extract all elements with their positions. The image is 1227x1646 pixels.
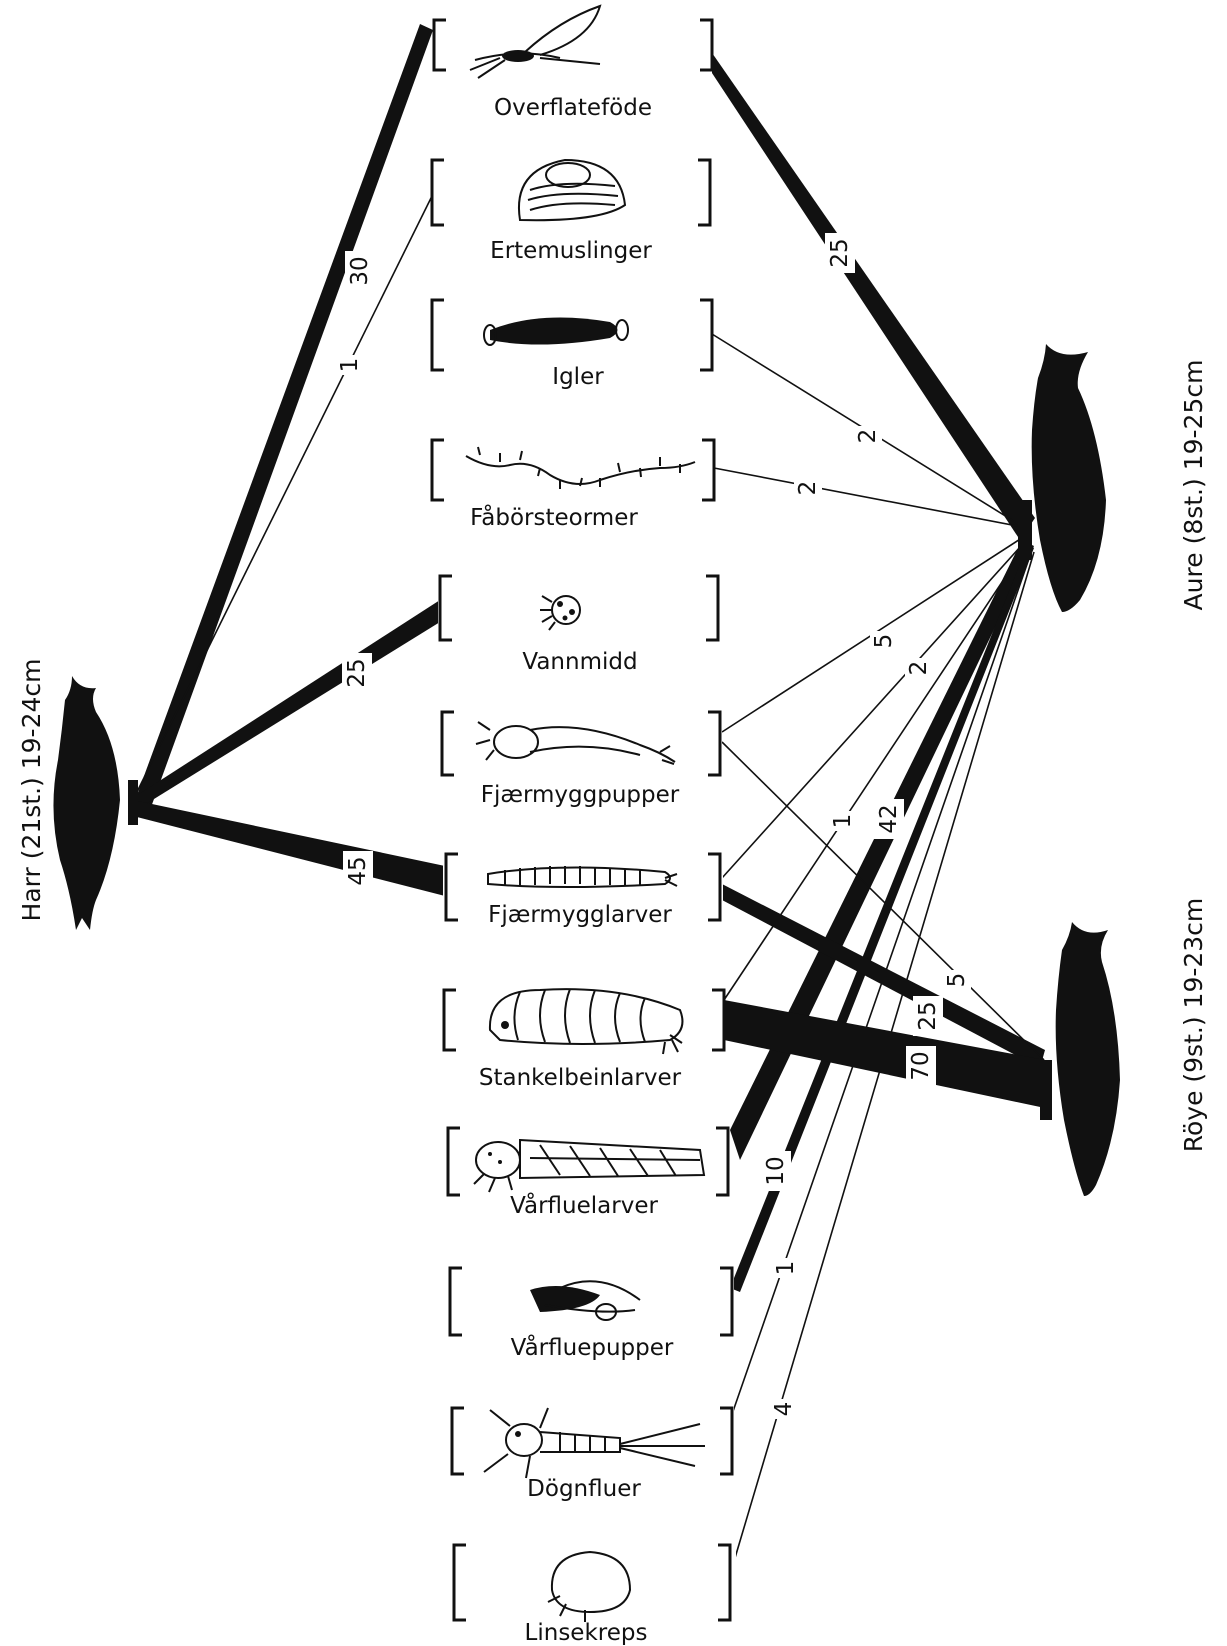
- harr-fish-icon: [53, 676, 138, 930]
- value-aure-varfluepupper: 10: [763, 1156, 789, 1185]
- prey-box-igler: Igler: [430, 290, 714, 400]
- prey-label-igler: Igler: [552, 364, 604, 390]
- prey-label-faborsteormer: Fåbörsteormer: [470, 503, 638, 531]
- value-labels: 30 1 25 45 25 2 2 5: [336, 233, 971, 1419]
- prey-label-fjaermyggpupper: Fjærmyggpupper: [481, 782, 680, 808]
- link-roye-stankelbeinlarver: [724, 1000, 1045, 1108]
- value-harr-vannmidd: 25: [344, 658, 370, 687]
- leech-icon: [483, 317, 629, 346]
- prey-box-faborsteormer: Fåbörsteormer: [430, 430, 716, 540]
- link-aure-dognfluer: [729, 549, 1033, 1421]
- prey-box-stankelbeinlarver: Stankelbeinlarver: [440, 985, 726, 1105]
- link-harr-fjaermygglarver: [133, 800, 445, 896]
- fish-label-aure: Aure (8st.) 19-25cm: [1179, 360, 1208, 611]
- cranefly-larva-icon: [488, 988, 684, 1055]
- prey-box-overflatefode: Overflateföde: [432, 4, 714, 134]
- value-aure-overflatefode: 25: [827, 238, 853, 267]
- value-aure-fjaermygglarver: 2: [906, 661, 932, 676]
- value-aure-linsekreps: 4: [771, 1402, 797, 1417]
- value-roye-stankelbeinlarver: 70: [908, 1051, 934, 1080]
- value-roye-fjaermygglarver: 25: [915, 1001, 941, 1030]
- value-harr-overflatefode: 30: [347, 256, 373, 285]
- caddis-pupa-icon: [530, 1280, 641, 1321]
- prey-label-vannmidd: Vannmidd: [522, 649, 637, 675]
- prey-label-overflatefode: Overflateföde: [494, 95, 652, 121]
- clam-icon: [518, 158, 627, 222]
- worm-icon: [465, 446, 696, 489]
- link-roye-fjaermygglarver: [722, 884, 1045, 1068]
- value-aure-fjaermyggpupper: 5: [871, 634, 897, 649]
- value-aure-dognfluer: 1: [773, 1261, 799, 1276]
- prey-box-fjaermygglarver: Fjærmygglarver: [443, 850, 723, 960]
- fish-label-harr: Harr (21st.) 19-24cm: [17, 659, 46, 922]
- value-roye-fjaermyggpupper: 5: [944, 973, 970, 988]
- prey-label-fjaermygglarver: Fjærmygglarver: [488, 902, 672, 928]
- aure-fish-icon: [1018, 344, 1106, 612]
- prey-label-varfluelarver: Vårfluelarver: [510, 1191, 658, 1219]
- value-aure-faborsteormer: 2: [795, 481, 821, 496]
- prey-box-dognfluer: Dögnfluer: [448, 1400, 734, 1510]
- fish-label-roye: Röye (9st.) 19-23cm: [1179, 898, 1208, 1153]
- link-aure-overflatefode: [710, 50, 1035, 540]
- prey-label-ertemuslinger: Ertemuslinger: [490, 238, 652, 264]
- ostracod-icon: [547, 1550, 632, 1622]
- prey-label-dognfluer: Dögnfluer: [527, 1476, 641, 1502]
- prey-box-ertemuslinger: Ertemuslinger: [430, 150, 712, 270]
- mayfly-icon: [469, 4, 602, 79]
- mite-icon: [540, 595, 581, 631]
- link-aure-fjaermygglarver: [721, 535, 1031, 879]
- value-harr-ertemuslinger: 1: [337, 358, 363, 373]
- midge-pupa-icon: [475, 721, 676, 765]
- value-harr-fjaermygglarver: 45: [345, 856, 371, 885]
- value-aure-varfluelarver: 42: [876, 804, 902, 833]
- prey-box-varfluelarver: Vårfluelarver: [444, 1120, 730, 1230]
- mayfly-nymph-icon: [483, 1407, 705, 1479]
- value-aure-stankelbeinlarver: 1: [830, 814, 856, 829]
- prey-label-linsekreps: Linsekreps: [525, 1620, 648, 1646]
- midge-larva-icon: [487, 866, 678, 888]
- prey-label-varfluepupper: Vårfluepupper: [511, 1333, 674, 1361]
- prey-box-linsekreps: Linsekreps: [450, 1535, 736, 1646]
- prey-box-varfluepupper: Vårfluepupper: [444, 1260, 734, 1370]
- link-roye-fjaermyggpupper: [721, 741, 1045, 1061]
- link-aure-varfluelarver: [730, 540, 1034, 1160]
- prey-box-vannmidd: Vannmidd: [438, 572, 720, 682]
- prey-box-fjaermyggpupper: Fjærmyggpupper: [440, 705, 722, 815]
- link-aure-faborsteormer: [713, 467, 1029, 529]
- link-harr-ertemuslinger: [132, 195, 433, 801]
- link-aure-varfluepupper: [730, 544, 1034, 1292]
- prey-label-stankelbeinlarver: Stankelbeinlarver: [479, 1065, 682, 1091]
- caddis-larva-icon: [473, 1138, 706, 1193]
- roye-fish-icon: [1040, 922, 1120, 1196]
- link-harr-overflatefode: [133, 24, 433, 810]
- value-aure-igler: 2: [855, 429, 881, 444]
